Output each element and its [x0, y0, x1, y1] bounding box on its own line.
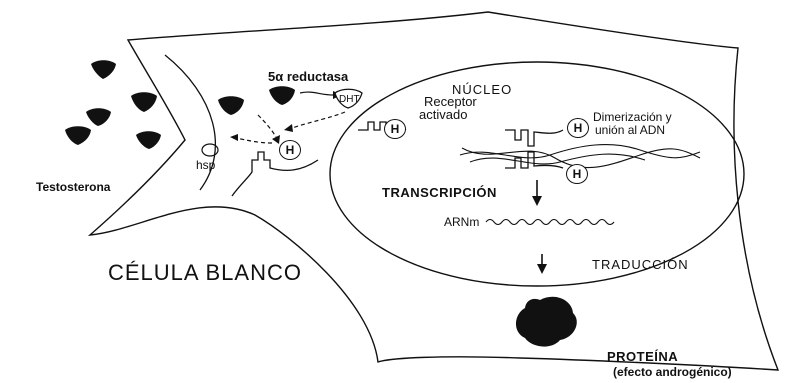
dimerization-label-line2: unión al ADN: [595, 124, 665, 136]
mrna-label: ARNm: [444, 216, 479, 228]
testosterone-molecule: [86, 108, 111, 126]
testosterone-molecule: [269, 86, 295, 105]
testosterone-molecule: [131, 92, 157, 112]
hormone-badge-cytoplasm: H: [279, 140, 301, 160]
testosterone-molecule: [218, 96, 244, 115]
testosterone-molecules: [65, 60, 295, 149]
testosterone-molecule: [136, 131, 161, 149]
receptor-label-line2: activado: [419, 108, 467, 121]
reductase-arrow: [300, 92, 333, 95]
hsp-label: hsp: [196, 159, 215, 171]
dimerization-label-line1: Dimerización y: [593, 111, 672, 123]
protein-blob: [516, 297, 577, 347]
testosterone-molecule: [65, 126, 91, 145]
cytoplasmic-receptor: [232, 152, 318, 196]
reductase-label: 5α reductasa: [268, 70, 348, 83]
hormone-badge-dimer-upper: H: [567, 118, 589, 138]
nucleus: [330, 62, 744, 286]
mrna-squiggle: [486, 220, 614, 225]
hormone-badge-dimer-lower: H: [566, 164, 588, 184]
receptor-dimer-upper: [505, 130, 563, 146]
translation-label: TRADUCCIÓN: [592, 258, 689, 271]
dna-strand: [460, 145, 700, 158]
androgenic-effect-label: (efecto androgénico): [613, 366, 732, 378]
testosterone-entry-arrow: [258, 115, 276, 137]
testosterone-label: Testosterona: [36, 181, 110, 193]
hormone-badge-receptor: H: [384, 119, 406, 139]
testosterone-molecule: [91, 60, 116, 79]
protein-label: PROTEÍNA: [607, 350, 678, 363]
dht-entry-arrow: [292, 112, 345, 128]
transcription-label: TRANSCRIPCIÓN: [382, 186, 497, 199]
target-cell-label: CÉLULA BLANCO: [108, 262, 302, 284]
hsp-release-arrow: [236, 138, 272, 143]
dht-label: DHT: [339, 95, 360, 105]
